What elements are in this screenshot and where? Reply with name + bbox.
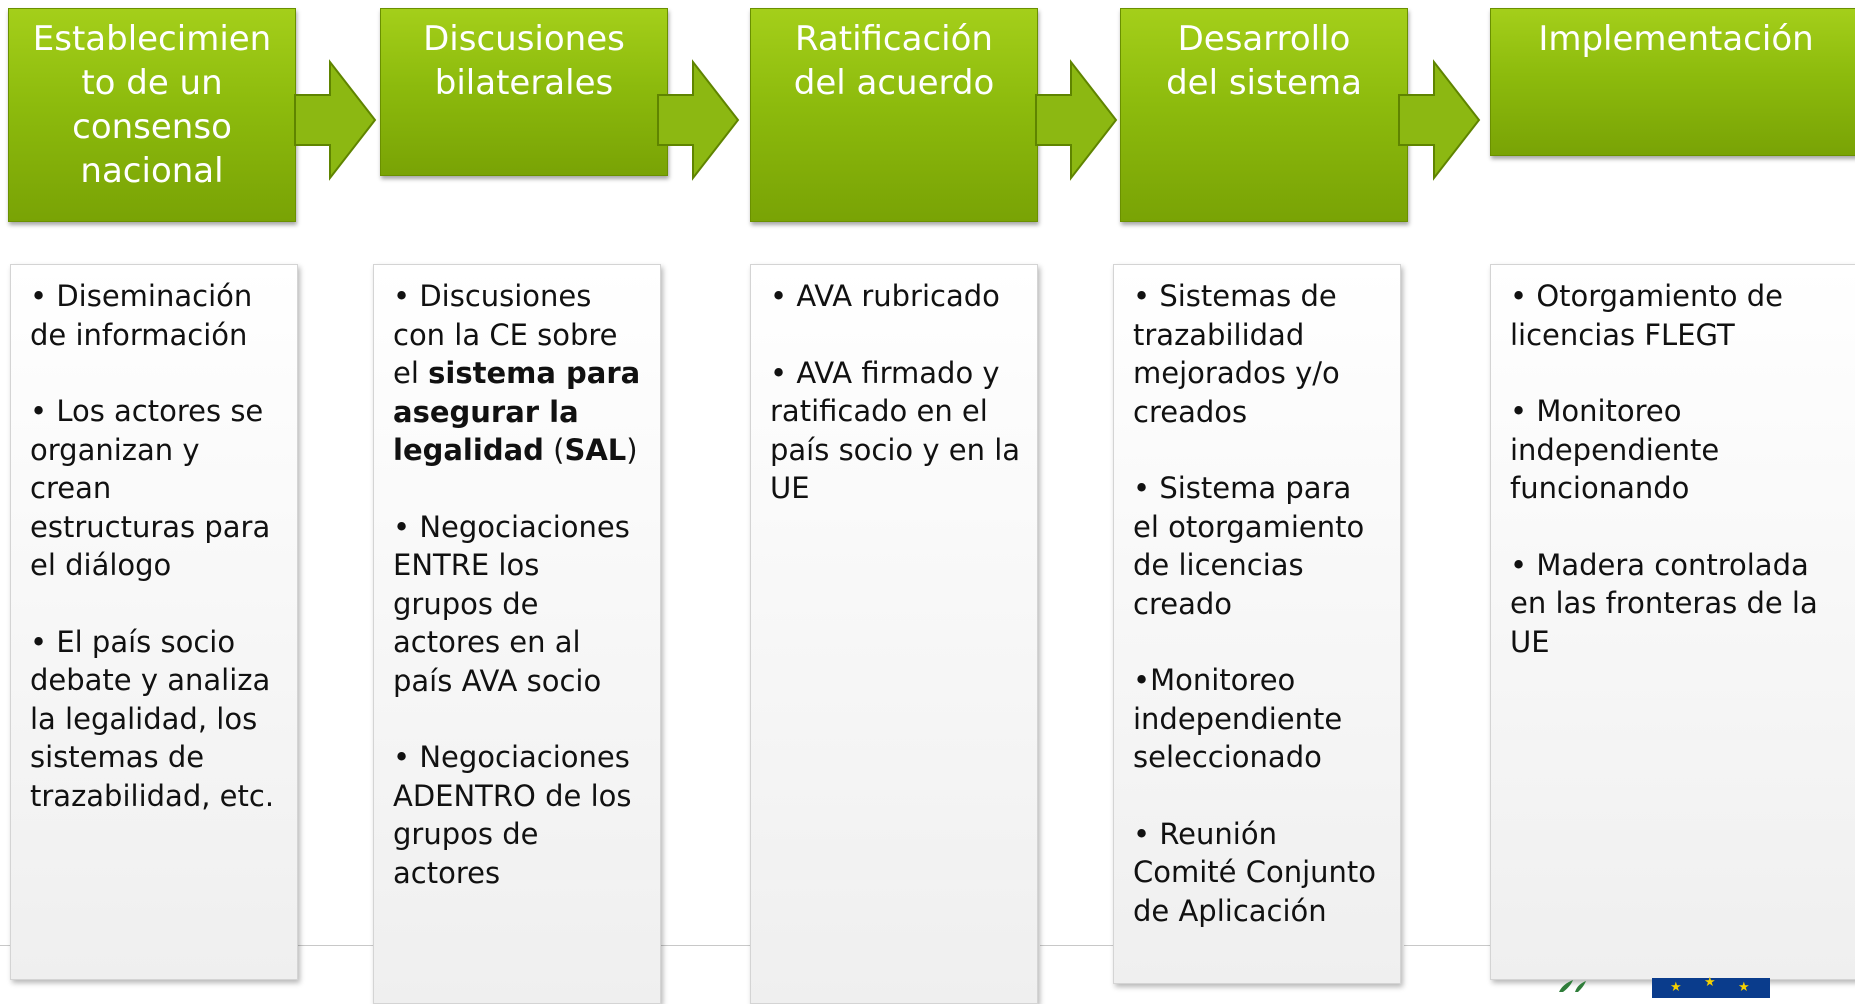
stage-3-box: Ratificación del acuerdo (750, 8, 1038, 222)
detail-item: • AVA firmado y ratificado en el país so… (770, 355, 1021, 506)
detail-item: • Otorgamiento de licencias FLEGT (1510, 279, 1783, 352)
stage-5-title: Implementación (1538, 19, 1814, 59)
chevron-arrow-icon (1398, 59, 1481, 181)
detail-item: •Monitoreo independiente seleccionado (1133, 663, 1343, 774)
stage-4-box: Desarrollo del sistema (1120, 8, 1408, 222)
chevron-arrow-icon (1035, 59, 1118, 181)
stage-2-title: Discusiones bilaterales (423, 19, 625, 103)
stage-2-details: • Discusiones con la CE sobre el sistema… (373, 264, 661, 1004)
chevron-arrow-icon (657, 59, 740, 181)
stage-1-details: • Diseminación de información • Los acto… (10, 264, 298, 980)
detail-item: • Negociaciones ADENTRO de los grupos de… (393, 740, 632, 890)
footer-divider (296, 945, 374, 946)
star-icon: ★ (1670, 980, 1682, 995)
stage-2-box: Discusiones bilaterales (380, 8, 668, 176)
stage-4-title: Desarrollo del sistema (1166, 19, 1362, 103)
detail-item: • Madera controlada en las fronteras de … (1510, 547, 1818, 659)
stage-1-box: Establecimien to de un consenso nacional (8, 8, 296, 222)
detail-item: • Discusiones con la CE sobre el sistema… (393, 279, 641, 467)
stage-4-details: • Sistemas de trazabilidad mejorados y/o… (1113, 264, 1401, 984)
detail-item: • Los actores se organizan y crean estru… (30, 394, 271, 582)
footer-divider (1040, 945, 1120, 946)
stage-1-title: Establecimien to de un consenso nacional (32, 19, 272, 191)
stage-5-details: • Otorgamiento de licencias FLEGT • Moni… (1490, 264, 1855, 980)
chevron-arrow-icon (294, 59, 377, 181)
detail-item: • AVA rubricado (770, 279, 1000, 313)
detail-item: • Monitoreo independiente funcionando (1510, 394, 1720, 505)
leaf-logo-icon (1559, 980, 1586, 992)
footer-divider (0, 945, 10, 946)
detail-item: • Sistemas de trazabilidad mejorados y/o… (1133, 279, 1340, 429)
stage-3-details: • AVA rubricado • AVA firmado y ratifica… (750, 264, 1038, 1004)
detail-item: • El país socio debate y analiza la lega… (30, 624, 275, 813)
detail-item: • Reunión Comité Conjunto de Aplicación (1133, 816, 1377, 928)
star-icon: ★ (1738, 980, 1750, 995)
footer-divider (1404, 945, 1490, 946)
detail-item: • Sistema para el otorgamiento de licenc… (1133, 471, 1365, 621)
eu-flag-icon: ★ ★ ★ (1652, 975, 1770, 998)
detail-item: • Negociaciones ENTRE los grupos de acto… (393, 509, 630, 698)
stage-5-box: Implementación (1490, 8, 1855, 156)
footer-divider (660, 945, 750, 946)
stage-3-title: Ratificación del acuerdo (793, 19, 995, 103)
detail-item: • Diseminación de información (30, 279, 253, 352)
star-icon: ★ (1704, 975, 1716, 990)
